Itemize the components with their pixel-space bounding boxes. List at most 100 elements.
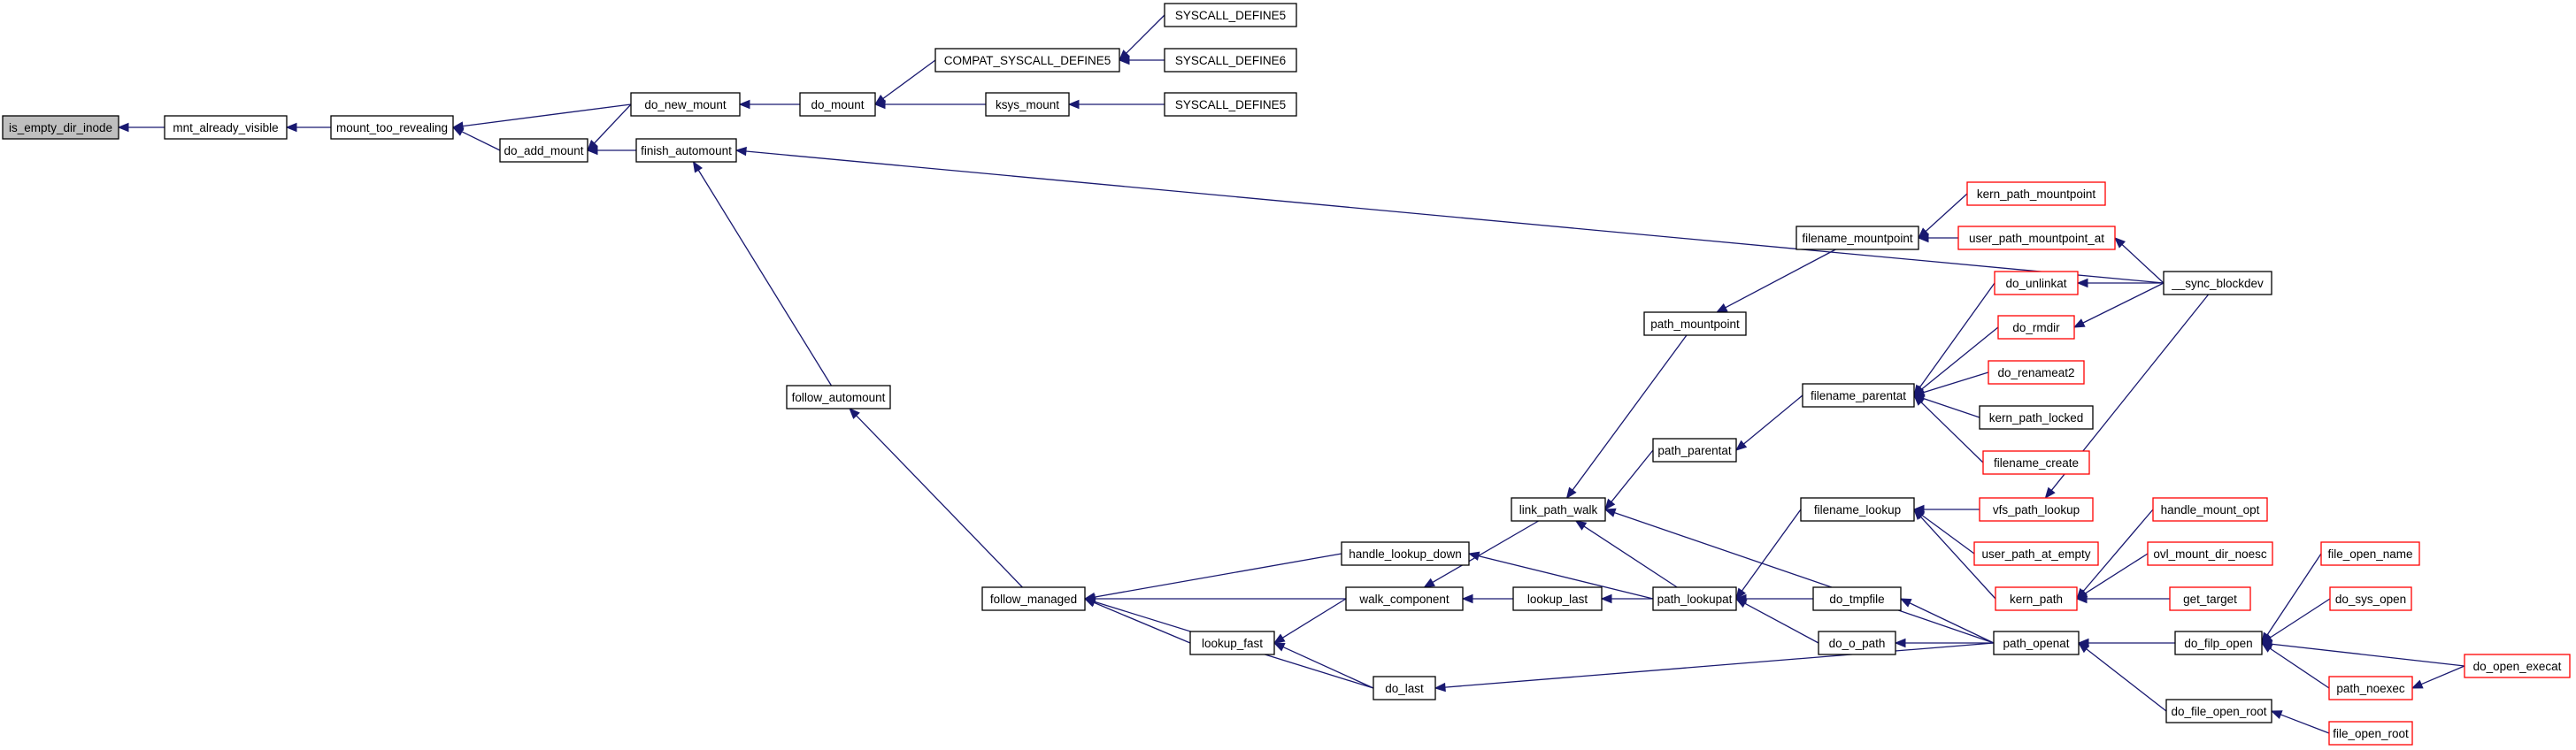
node-user-path-at-empty[interactable]: user_path_at_empty [1973, 541, 2099, 566]
node-file-open-name[interactable]: file_open_name [2320, 541, 2420, 566]
node-box[interactable] [981, 586, 1086, 611]
node-filename-parentat[interactable]: filename_parentat [1802, 383, 1915, 408]
node-do-add-mount[interactable]: do_add_mount [499, 138, 588, 163]
node-do-mount[interactable]: do_mount [799, 92, 876, 117]
node-box[interactable] [1997, 315, 2075, 340]
node-vfs-path-lookup[interactable]: vfs_path_lookup [1979, 497, 2094, 522]
node-box[interactable] [799, 92, 876, 117]
node-is-empty-dir-inode[interactable]: is_empty_dir_inode [2, 115, 119, 140]
node-do-new-mount[interactable]: do_new_mount [630, 92, 741, 117]
node-file-open-root[interactable]: file_open_root [2328, 721, 2413, 746]
node-kern-path-locked[interactable]: kern_path_locked [1979, 405, 2094, 430]
node-box[interactable] [2152, 497, 2268, 522]
node-box[interactable] [1979, 405, 2094, 430]
node-box[interactable] [1818, 631, 1896, 655]
node-box[interactable] [1189, 631, 1275, 655]
node-kern-path[interactable]: kern_path [1995, 586, 2078, 611]
node-get-target[interactable]: get_target [2169, 586, 2251, 611]
node-handle-mount-opt[interactable]: handle_mount_opt [2152, 497, 2268, 522]
node-ovl-mount-dir-noesc[interactable]: ovl_mount_dir_noesc [2147, 541, 2273, 566]
node-box[interactable] [1373, 676, 1436, 700]
node-do-tmpfile[interactable]: do_tmpfile [1812, 586, 1902, 611]
node-finish-automount[interactable]: finish_automount [635, 138, 737, 163]
node-box[interactable] [635, 138, 737, 163]
node-syscall-define6[interactable]: SYSCALL_DEFINE6 [1164, 48, 1297, 73]
node-box[interactable] [1164, 3, 1297, 27]
node-box[interactable] [1796, 226, 1919, 250]
node-do-file-open-root[interactable]: do_file_open_root [2165, 699, 2272, 723]
node-do-open-execat[interactable]: do_open_execat [2464, 654, 2571, 678]
node-filename-create[interactable]: filename_create [1982, 450, 2090, 475]
node-box[interactable] [1994, 271, 2079, 295]
node-ksys-mount[interactable]: ksys_mount [985, 92, 1070, 117]
node-box[interactable] [1979, 497, 2094, 522]
node-syscall-define5-b[interactable]: SYSCALL_DEFINE5 [1164, 92, 1297, 117]
node-box[interactable] [2329, 586, 2412, 611]
node-box[interactable] [934, 48, 1120, 73]
node-box[interactable] [630, 92, 741, 117]
node-box[interactable] [2174, 631, 2263, 655]
node-do-sys-open[interactable]: do_sys_open [2329, 586, 2412, 611]
node-do-o-path[interactable]: do_o_path [1818, 631, 1896, 655]
node-path-openat[interactable]: path_openat [1993, 631, 2080, 655]
node-kern-path-mountpoint[interactable]: kern_path_mountpoint [1966, 181, 2106, 206]
node-box[interactable] [1652, 586, 1737, 611]
node-sync-blockdev[interactable]: __sync_blockdev [2163, 271, 2272, 295]
node-box[interactable] [2328, 721, 2413, 746]
node-compat-syscall-define5[interactable]: COMPAT_SYSCALL_DEFINE5 [934, 48, 1120, 73]
node-path-mountpoint[interactable]: path_mountpoint [1643, 311, 1747, 336]
node-box[interactable] [1802, 383, 1915, 408]
node-box[interactable] [1800, 497, 1915, 522]
node-box[interactable] [786, 385, 891, 409]
node-mnt-already-visible[interactable]: mnt_already_visible [164, 115, 288, 140]
node-box[interactable] [2169, 586, 2251, 611]
node-handle-lookup-down[interactable]: handle_lookup_down [1341, 541, 1470, 566]
node-box[interactable] [1341, 541, 1470, 566]
node-box[interactable] [1966, 181, 2106, 206]
node-box[interactable] [2163, 271, 2272, 295]
node-link-path-walk[interactable]: link_path_walk [1511, 497, 1606, 522]
node-lookup-last[interactable]: lookup_last [1512, 586, 1603, 611]
node-syscall-define5-a[interactable]: SYSCALL_DEFINE5 [1164, 3, 1297, 27]
node-box[interactable] [985, 92, 1070, 117]
node-box[interactable] [1993, 631, 2080, 655]
node-path-parentat[interactable]: path_parentat [1652, 438, 1737, 463]
node-box[interactable] [330, 115, 454, 140]
node-box[interactable] [1812, 586, 1902, 611]
node-filename-mountpoint[interactable]: filename_mountpoint [1796, 226, 1919, 250]
node-lookup-fast[interactable]: lookup_fast [1189, 631, 1275, 655]
node-box[interactable] [1995, 586, 2078, 611]
node-follow-automount[interactable]: follow_automount [786, 385, 891, 409]
node-do-last[interactable]: do_last [1373, 676, 1436, 700]
node-box[interactable] [1164, 48, 1297, 73]
node-box[interactable] [1643, 311, 1747, 336]
node-box[interactable] [1982, 450, 2090, 475]
node-box[interactable] [2165, 699, 2272, 723]
node-box[interactable] [499, 138, 588, 163]
node-box[interactable] [1652, 438, 1737, 463]
node-box[interactable] [1511, 497, 1606, 522]
node-do-rmdir[interactable]: do_rmdir [1997, 315, 2075, 340]
node-box[interactable] [2147, 541, 2273, 566]
node-box[interactable] [2320, 541, 2420, 566]
node-box[interactable] [1988, 360, 2085, 385]
node-do-renameat2[interactable]: do_renameat2 [1988, 360, 2085, 385]
node-box[interactable] [2464, 654, 2571, 678]
node-mount-too-revealing[interactable]: mount_too_revealing [330, 115, 454, 140]
node-path-noexec[interactable]: path_noexec [2328, 676, 2413, 700]
node-box[interactable] [1512, 586, 1603, 611]
node-box[interactable] [2, 115, 119, 140]
node-user-path-mountpoint-at[interactable]: user_path_mountpoint_at [1957, 226, 2116, 250]
node-box[interactable] [164, 115, 288, 140]
node-box[interactable] [1973, 541, 2099, 566]
node-box[interactable] [1345, 586, 1464, 611]
node-walk-component[interactable]: walk_component [1345, 586, 1464, 611]
node-follow-managed[interactable]: follow_managed [981, 586, 1086, 611]
node-box[interactable] [2328, 676, 2413, 700]
node-do-filp-open[interactable]: do_filp_open [2174, 631, 2263, 655]
node-box[interactable] [1164, 92, 1297, 117]
node-do-unlinkat[interactable]: do_unlinkat [1994, 271, 2079, 295]
node-filename-lookup[interactable]: filename_lookup [1800, 497, 1915, 522]
node-box[interactable] [1957, 226, 2116, 250]
node-path-lookupat[interactable]: path_lookupat [1652, 586, 1737, 611]
